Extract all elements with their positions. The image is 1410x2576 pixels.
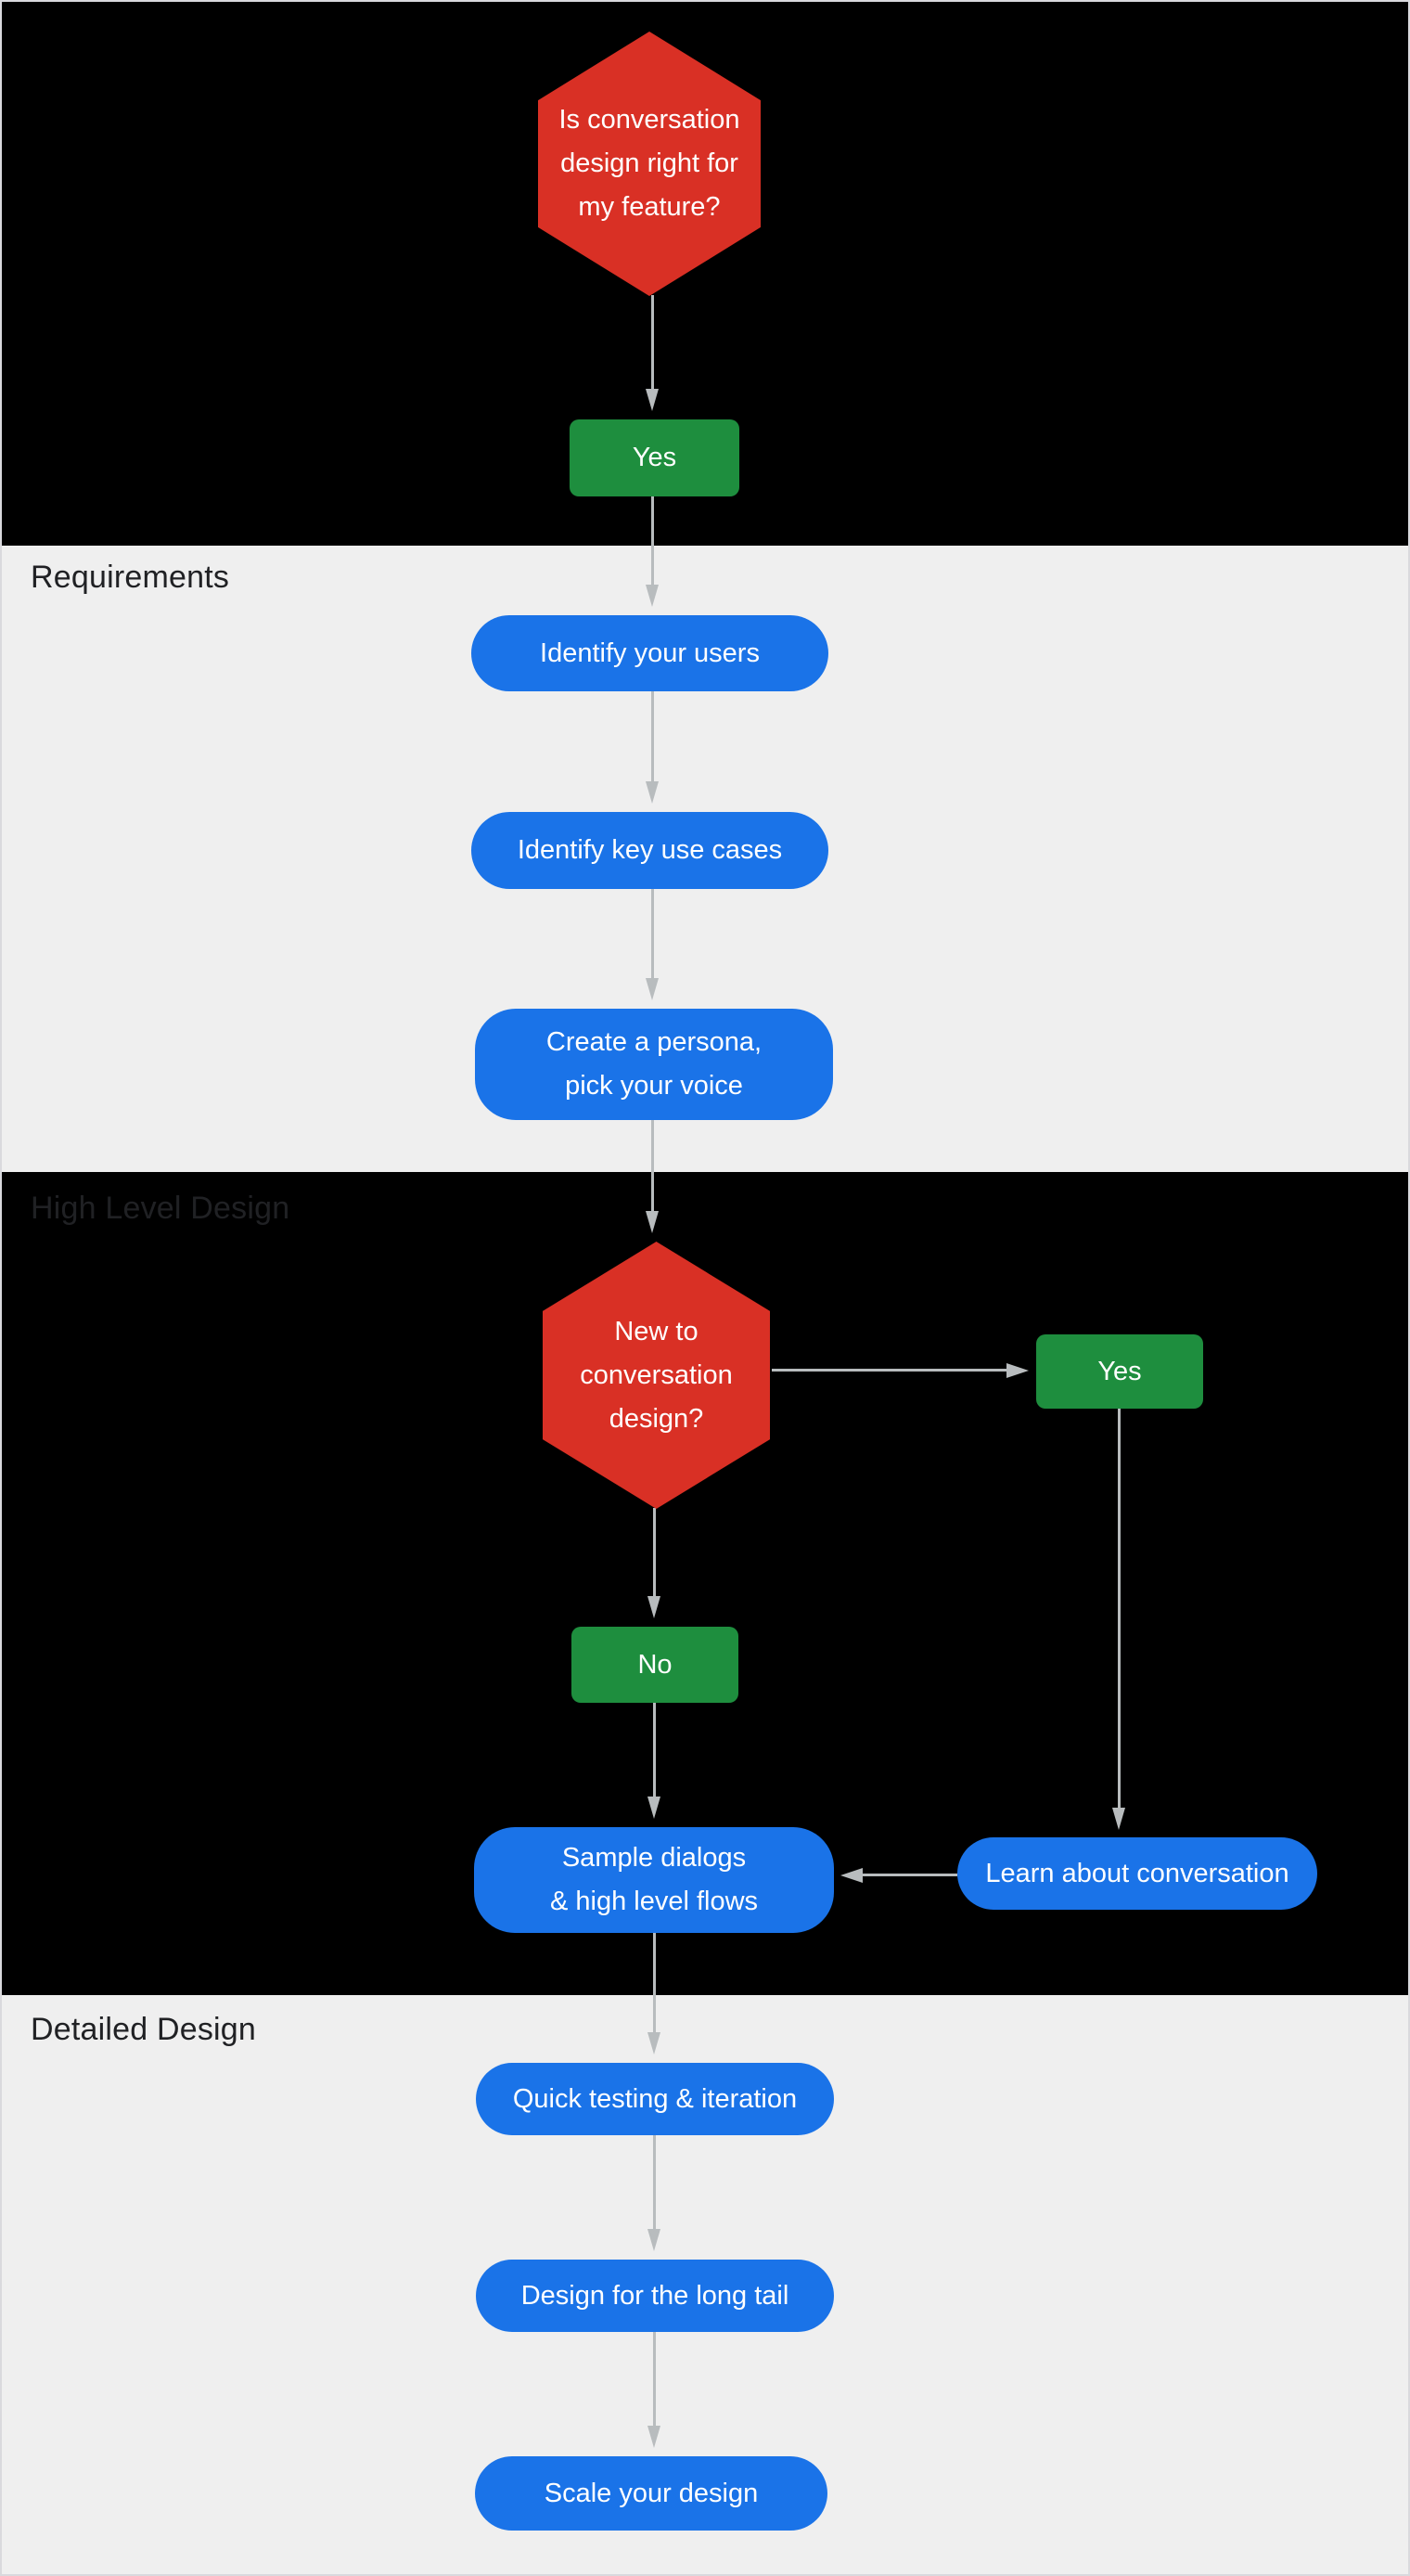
step-sample-dialogs-high-level-flows[interactable]: Sample dialogs & high level flows (474, 1827, 834, 1933)
step-label: Identify your users (540, 638, 760, 668)
arrowhead-no-to-sample-dialogs (647, 1797, 660, 1819)
arrowhead-quick-to-long-tail (647, 2229, 660, 2251)
arrowhead-long-tail-to-scale (647, 2426, 660, 2448)
step-create-persona-pick-voice[interactable]: Create a persona, pick your voice (475, 1009, 833, 1120)
arrow-line-long-tail-to-scale (653, 2332, 656, 2428)
arrow-line-quick-to-long-tail (653, 2135, 656, 2231)
arrow-line-no-to-sample-dialogs (653, 1703, 656, 1798)
arrow-line-sample-to-quick-testing (653, 1933, 656, 2034)
answer-no-button[interactable]: No (571, 1627, 738, 1703)
arrow-line-q2-to-yes2 (772, 1369, 1006, 1372)
arrowhead-yes2-to-learn (1112, 1808, 1125, 1830)
step-label: Design for the long tail (520, 2280, 789, 2311)
step-label: Sample dialogs & high level flows (549, 1843, 759, 1916)
answer-label: Yes (1097, 1356, 1142, 1386)
arrowhead-yes1-to-identify-users (646, 585, 659, 607)
arrow-line-q1-to-yes1 (651, 295, 654, 391)
answer-label: Yes (632, 443, 677, 472)
arrowhead-persona-to-q2 (646, 1211, 659, 1233)
step-label: Learn about conversation (985, 1858, 1289, 1888)
step-quick-testing-iteration[interactable]: Quick testing & iteration (476, 2063, 834, 2135)
answer-yes-button-2[interactable]: Yes (1036, 1334, 1203, 1409)
arrow-line-persona-to-q2 (651, 1120, 654, 1213)
arrow-line-q2-to-no (653, 1508, 656, 1598)
step-scale-your-design[interactable]: Scale your design (475, 2456, 827, 2531)
high-level-design-label: High Level Design (31, 1191, 290, 1226)
requirements-label: Requirements (31, 560, 230, 595)
arrowhead-identify-users-to-use-cases (646, 781, 659, 804)
step-identify-key-use-cases[interactable]: Identify key use cases (471, 812, 828, 889)
arrow-line-identify-users-to-use-cases (651, 691, 654, 783)
step-label: Scale your design (544, 2478, 759, 2508)
arrowhead-q2-to-no (647, 1596, 660, 1618)
arrowhead-q2-to-yes2 (1006, 1363, 1029, 1378)
arrowhead-learn-to-sample-dialogs (840, 1868, 863, 1883)
detailed-design-label: Detailed Design (31, 2012, 257, 2047)
arrow-line-learn-to-sample-dialogs (862, 1874, 957, 1876)
answer-yes-button-1[interactable]: Yes (570, 419, 739, 496)
step-learn-about-conversation[interactable]: Learn about conversation (957, 1837, 1317, 1910)
arrow-line-yes2-to-learn (1118, 1409, 1121, 1808)
step-label: Create a persona, pick your voice (545, 1027, 763, 1101)
arrowhead-q1-to-yes1 (646, 389, 659, 411)
decision-label: Is conversation design right for my feat… (558, 105, 740, 222)
arrowhead-use-cases-to-persona (646, 978, 659, 1000)
arrow-line-yes1-to-identify-users (651, 496, 654, 586)
step-design-for-long-tail[interactable]: Design for the long tail (476, 2260, 834, 2332)
step-label: Identify key use cases (517, 835, 783, 865)
arrow-line-use-cases-to-persona (651, 889, 654, 980)
step-identify-your-users[interactable]: Identify your users (471, 615, 828, 691)
decision-label: New to conversation design? (580, 1316, 733, 1434)
arrowhead-sample-to-quick-testing (647, 2032, 660, 2054)
step-label: Quick testing & iteration (512, 2083, 798, 2114)
answer-label: No (637, 1649, 673, 1680)
